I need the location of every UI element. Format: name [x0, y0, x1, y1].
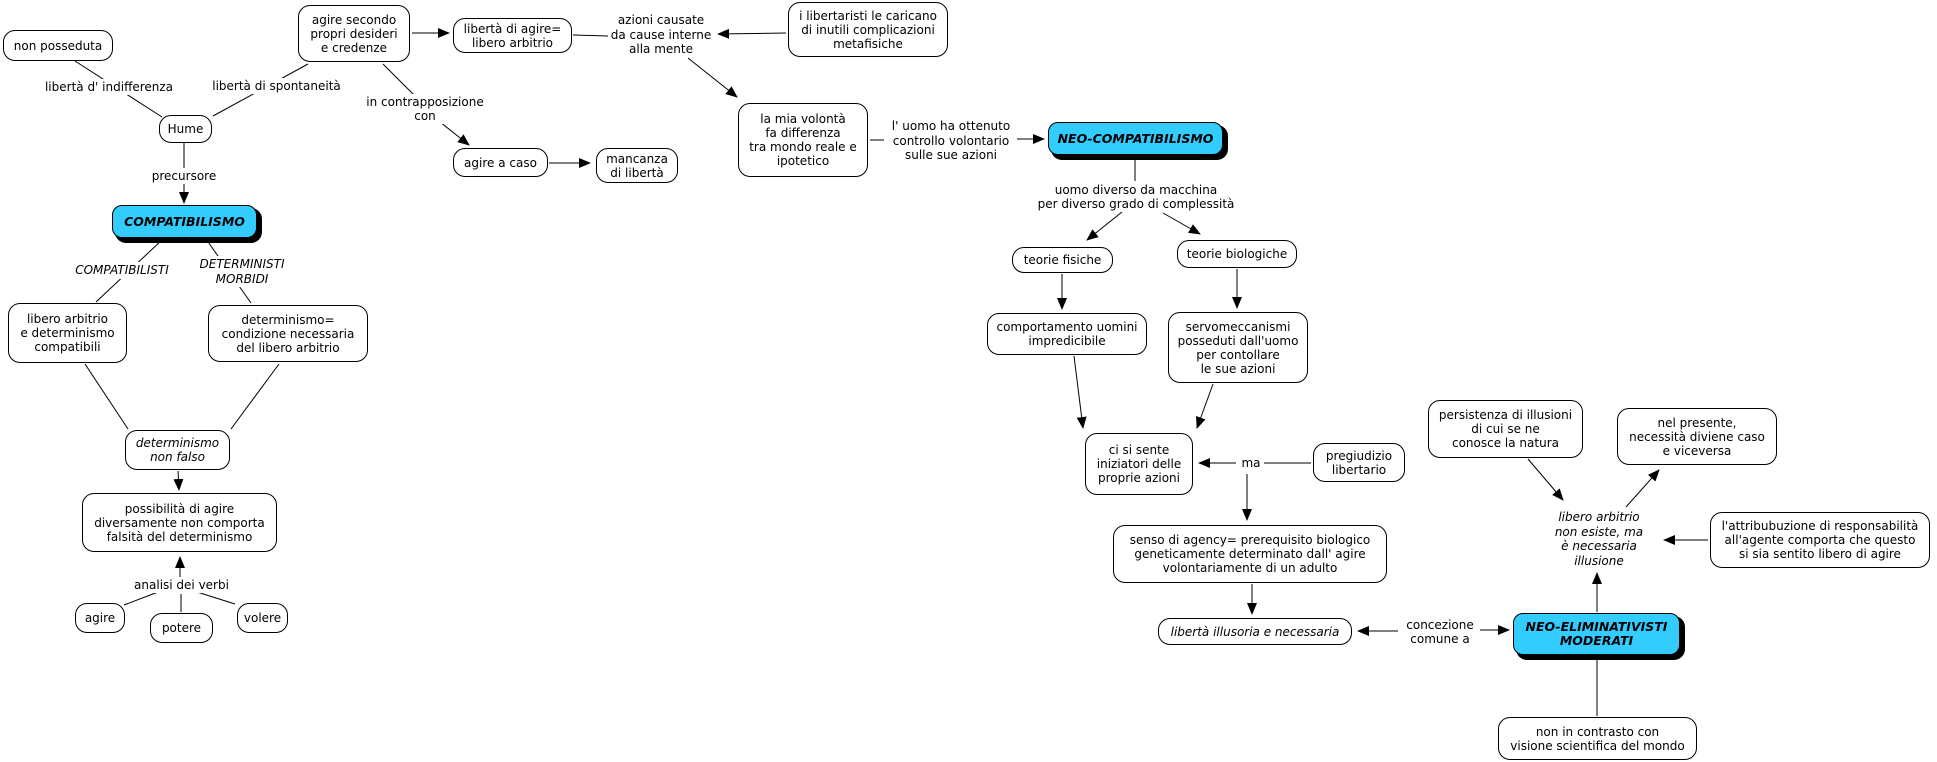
node-determinismo-condizione[interactable]: determinismo= condizione necessaria del … — [208, 305, 368, 362]
link-label-liberta-indifferenza[interactable]: libertà d' indifferenza — [42, 79, 176, 95]
node-agire-secondo[interactable]: agire secondo propri desideri e credenze — [298, 5, 410, 62]
node-nel-presente[interactable]: nel presente, necessità diviene caso e v… — [1617, 408, 1777, 465]
link-label-in-contrapposizione[interactable]: in contrapposizione con — [362, 94, 488, 124]
node-comportamento-uomini[interactable]: comportamento uomini impredicibile — [987, 313, 1147, 355]
link-label-compatibilisti[interactable]: COMPATIBILISTI — [68, 262, 176, 279]
node-mancanza-di-liberta[interactable]: mancanza di libertà — [596, 148, 678, 183]
node-libertaristi[interactable]: i libertaristi le caricano di inutili co… — [788, 2, 948, 57]
link-label-ma[interactable]: ma — [1238, 455, 1264, 471]
node-la-mia-volonta[interactable]: la mia volontà fa differenza tra mondo r… — [738, 103, 868, 177]
node-pregiudizio-libertario[interactable]: pregiudizio libertario — [1313, 443, 1405, 482]
node-attribuzione-responsabilita[interactable]: l'attribubuzione di responsabilità all'a… — [1710, 512, 1930, 568]
node-determinismo-non-falso[interactable]: determinismo non falso — [125, 430, 230, 470]
node-servomeccanismi[interactable]: servomeccanismi posseduti dall'uomo per … — [1168, 312, 1308, 383]
link-label-liberta-spontaneita[interactable]: libertà di spontaneità — [207, 78, 346, 94]
node-liberta-di-agire[interactable]: libertà di agire= libero arbitrio — [453, 18, 572, 53]
link-label-azioni-causate[interactable]: azioni causate da cause interne alla men… — [608, 13, 714, 57]
link-label-concezione-comune-a[interactable]: concezione comune a — [1400, 617, 1480, 647]
node-teorie-fisiche[interactable]: teorie fisiche — [1012, 247, 1113, 273]
node-persistenza-illusioni[interactable]: persistenza di illusioni di cui se ne co… — [1428, 400, 1583, 458]
node-neo-eliminativisti[interactable]: NEO-ELIMINATIVISTI MODERATI — [1513, 613, 1680, 655]
node-hume[interactable]: Hume — [159, 115, 212, 143]
link-label-deterministi-morbidi[interactable]: DETERMINISTI MORBIDI — [193, 256, 291, 287]
link-label-uomo-ottenuto[interactable]: l' uomo ha ottenuto controllo volontario… — [885, 119, 1017, 163]
link-label-uomo-diverso[interactable]: uomo diverso da macchina per diverso gra… — [1032, 182, 1240, 212]
node-compatibilismo[interactable]: COMPATIBILISMO — [112, 205, 257, 238]
node-teorie-biologiche[interactable]: teorie biologiche — [1177, 240, 1297, 268]
node-possibilita-agire[interactable]: possibilità di agire diversamente non co… — [82, 493, 277, 552]
node-volere[interactable]: volere — [237, 603, 288, 633]
link-label-precursore[interactable]: precursore — [149, 168, 219, 184]
node-agire[interactable]: agire — [75, 603, 125, 633]
link-label-libero-arbitrio-non-esiste[interactable]: libero arbitrio non esiste, ma è necessa… — [1546, 509, 1652, 569]
node-non-in-contrasto[interactable]: non in contrasto con visione scientifica… — [1498, 717, 1697, 760]
node-neo-compatibilismo[interactable]: NEO-COMPATIBILISMO — [1048, 122, 1223, 155]
node-agire-a-caso[interactable]: agire a caso — [453, 148, 548, 177]
node-senso-di-agency[interactable]: senso di agency= prerequisito biologico … — [1113, 525, 1387, 583]
node-liberta-illusoria[interactable]: libertà illusoria e necessaria — [1158, 618, 1352, 645]
node-potere[interactable]: potere — [150, 613, 213, 643]
node-non-posseduta[interactable]: non posseduta — [3, 30, 113, 61]
node-libero-arbitrio-determinismo[interactable]: libero arbitrio e determinismo compatibi… — [8, 303, 127, 363]
link-label-analisi-dei-verbi[interactable]: analisi dei verbi — [130, 577, 233, 593]
node-ci-si-sente[interactable]: ci si sente iniziatori delle proprie azi… — [1085, 433, 1193, 495]
